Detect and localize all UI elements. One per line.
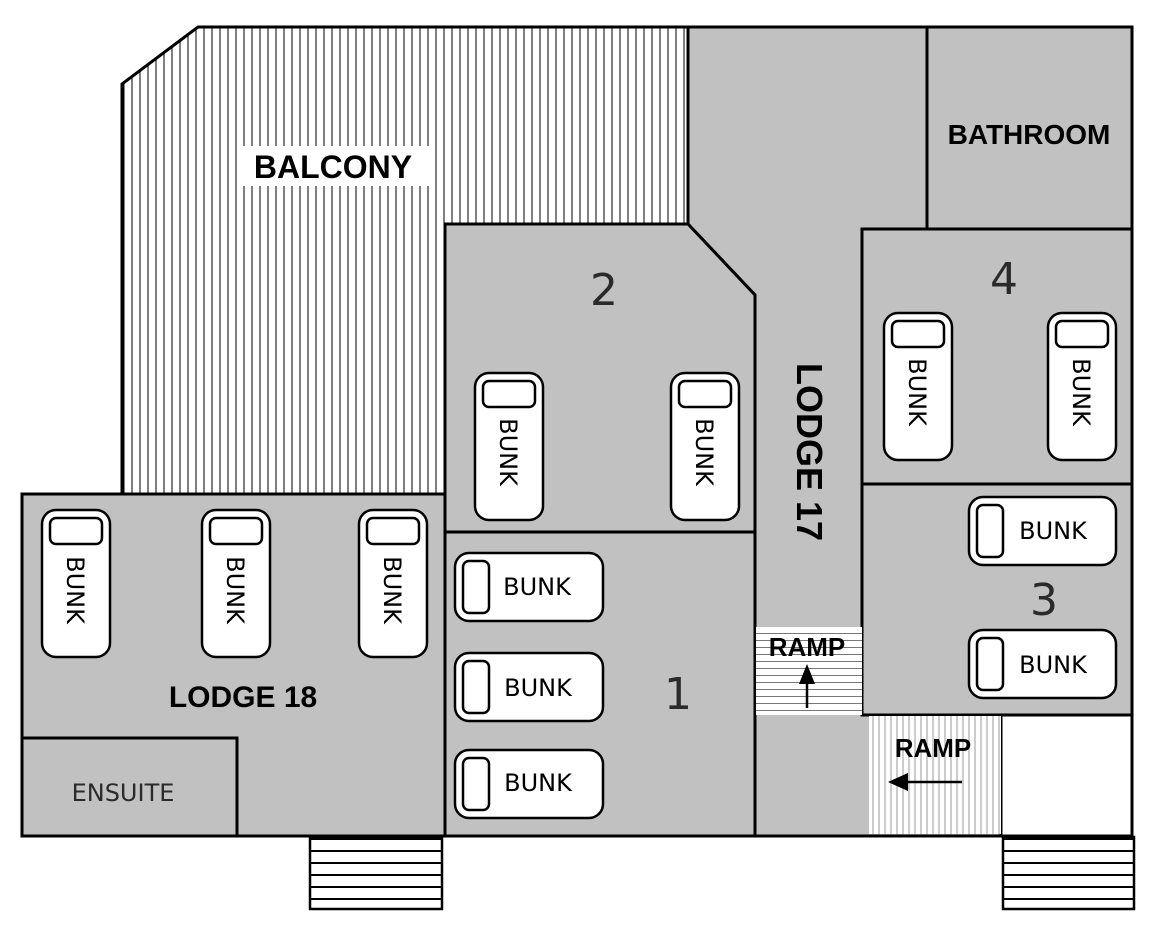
- ramp-left-label: RAMP: [895, 733, 972, 763]
- svg-text:BUNK: BUNK: [378, 556, 406, 625]
- balcony-label: BALCONY: [254, 149, 412, 185]
- bunk-room1-bottom: BUNK: [453, 748, 605, 820]
- arrow-up-icon: [799, 664, 815, 708]
- bunk-room4-left: BUNK: [882, 311, 954, 462]
- stairs-left: [308, 835, 444, 911]
- ramp-up-label: RAMP: [769, 632, 846, 662]
- bunk-room1-top: BUNK: [453, 551, 605, 623]
- room-4-label: 4: [990, 254, 1018, 305]
- svg-text:BUNK: BUNK: [504, 674, 573, 702]
- svg-text:BUNK: BUNK: [903, 358, 931, 427]
- bunk-lodge18-1: BUNK: [40, 508, 112, 659]
- room-2-label: 2: [590, 265, 618, 316]
- bunk-room4-right: BUNK: [1046, 311, 1118, 462]
- bunk-room1-middle: BUNK: [453, 651, 605, 723]
- bunk-lodge18-3: BUNK: [357, 508, 429, 659]
- bunk-room3-top: BUNK: [967, 495, 1118, 567]
- svg-text:BUNK: BUNK: [1019, 651, 1088, 679]
- stairs-right: [1001, 835, 1136, 911]
- lodge-18-label: LODGE 18: [169, 681, 317, 714]
- svg-text:BUNK: BUNK: [690, 418, 718, 487]
- ramp-up: RAMP: [756, 627, 862, 715]
- ensuite-label: ENSUITE: [72, 779, 175, 807]
- bunk-room3-bottom: BUNK: [967, 628, 1118, 700]
- arrow-left-icon: [888, 773, 962, 791]
- bunk-room2-right: BUNK: [669, 371, 741, 522]
- bunk-room2-left: BUNK: [473, 371, 545, 522]
- bathroom-label: BATHROOM: [948, 119, 1111, 150]
- svg-text:BUNK: BUNK: [494, 418, 522, 487]
- ramp-left: RAMP: [869, 716, 1001, 834]
- svg-text:BUNK: BUNK: [1019, 517, 1088, 545]
- svg-text:BUNK: BUNK: [61, 556, 89, 625]
- outer-walls: [22, 27, 1134, 838]
- room-1-label: 1: [664, 669, 692, 720]
- svg-text:BUNK: BUNK: [221, 556, 249, 625]
- svg-text:BUNK: BUNK: [1067, 358, 1095, 427]
- room-3-label: 3: [1030, 575, 1058, 626]
- balcony: BALCONY: [120, 25, 688, 494]
- svg-text:BUNK: BUNK: [504, 769, 573, 797]
- bathroom: BATHROOM: [925, 25, 1134, 231]
- bunk-lodge18-2: BUNK: [200, 508, 272, 659]
- lodge-17-label: LODGE 17: [789, 363, 830, 541]
- ensuite: ENSUITE: [20, 736, 239, 838]
- svg-text:BUNK: BUNK: [503, 573, 572, 601]
